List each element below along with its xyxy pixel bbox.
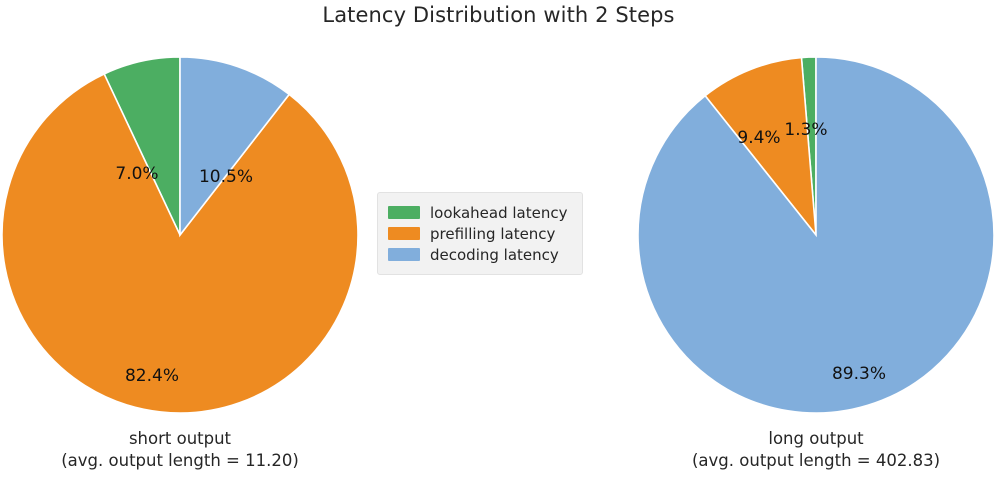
legend-item-lookahead-latency: lookahead latency bbox=[388, 202, 570, 223]
pie-slice-percent-label: 1.3% bbox=[784, 120, 827, 140]
pie-slice bbox=[179, 56, 291, 238]
pie-panel-short-output: 7.0% 82.4% 10.5% short output (avg. output… bbox=[0, 38, 380, 478]
pie-slice-percent-label: 82.4% bbox=[125, 366, 179, 386]
pie-slice bbox=[637, 56, 995, 414]
legend-label-decoding: decoding latency bbox=[430, 245, 559, 264]
legend-swatch-icon-prefilling bbox=[388, 227, 420, 240]
pie-caption-long-output: long output (avg. output length = 402.83… bbox=[691, 429, 941, 470]
pie-slice-percent-label: 7.0% bbox=[115, 164, 158, 184]
chart-legend: lookahead latency prefilling latency dec… bbox=[377, 192, 583, 275]
pie-slice-percent-label: 89.3% bbox=[832, 364, 886, 384]
legend-swatch-icon-decoding bbox=[388, 248, 420, 261]
pie-caption-short-output: short output (avg. output length = 11.20… bbox=[61, 429, 299, 470]
pie-panel-long-output: 1.3%9.4% 89.3% long output (avg. output l… bbox=[616, 38, 997, 478]
pie-chart-long-output: 1.3%9.4% 89.3% bbox=[637, 56, 995, 414]
legend-item-prefilling-latency: prefilling latency bbox=[388, 223, 570, 244]
pie-slice bbox=[704, 56, 818, 238]
pie-slice-percent-label: 9.4% bbox=[737, 128, 780, 148]
legend-swatch-icon-lookahead bbox=[388, 206, 420, 219]
chart-title: Latency Distribution with 2 Steps bbox=[322, 3, 675, 27]
pie-slice-percent-label: 10.5% bbox=[199, 167, 253, 187]
legend-label-lookahead: lookahead latency bbox=[430, 203, 568, 222]
pie-chart-short-output: 7.0% 82.4% 10.5% bbox=[1, 56, 359, 414]
pie-slice bbox=[1, 72, 359, 414]
legend-item-decoding-latency: decoding latency bbox=[388, 244, 570, 265]
legend-label-prefilling: prefilling latency bbox=[430, 224, 556, 243]
